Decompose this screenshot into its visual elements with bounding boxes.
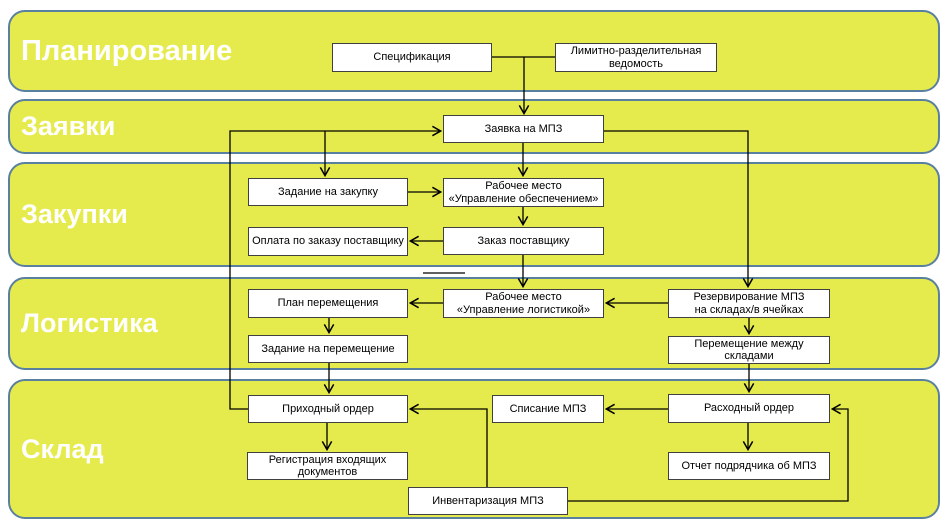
flow-node-mpz-reserve: Резервирование МПЗ на складах/в ячейках (668, 289, 830, 318)
band-planning-label: Планирование (21, 34, 233, 67)
flow-node-wp-logistics: Рабочее место «Управление логистикой» (443, 289, 604, 318)
flow-node-move-warehouses: Перемещение между складами (668, 336, 830, 364)
flow-node-contractor-report: Отчет подрядчика об МПЗ (668, 452, 830, 480)
flow-node-move-task: Задание на перемещение (248, 335, 408, 363)
flow-node-receipt-order: Приходный ордер (248, 395, 408, 423)
flow-node-supplier-order: Заказ поставщику (443, 227, 604, 255)
band-logistics-label: Логистика (21, 308, 158, 338)
flow-node-purchase-task: Задание на закупку (248, 178, 408, 206)
flow-node-specification: Спецификация (332, 43, 492, 72)
flow-node-expense-order: Расходный ордер (668, 394, 830, 423)
flow-node-move-plan: План перемещения (248, 289, 408, 318)
band-purchases-label: Закупки (21, 199, 128, 229)
flow-node-mpz-writeoff: Списание МПЗ (492, 395, 604, 423)
flow-node-mpz-request: Заявка на МПЗ (443, 115, 604, 143)
band-planning: Планирование (8, 10, 940, 92)
band-requests-label: Заявки (21, 111, 116, 141)
flow-node-mpz-inventory: Инвентаризация МПЗ (408, 487, 568, 515)
flow-node-limit-statement: Лимитно-разделительная ведомость (555, 43, 717, 72)
flow-node-wp-supply: Рабочее место «Управление обеспечением» (443, 178, 604, 207)
band-warehouse-label: Склад (21, 433, 104, 464)
flow-node-payment: Оплата по заказу поставщику (248, 227, 408, 256)
flow-node-incoming-docs: Регистрация входящих документов (247, 452, 408, 480)
